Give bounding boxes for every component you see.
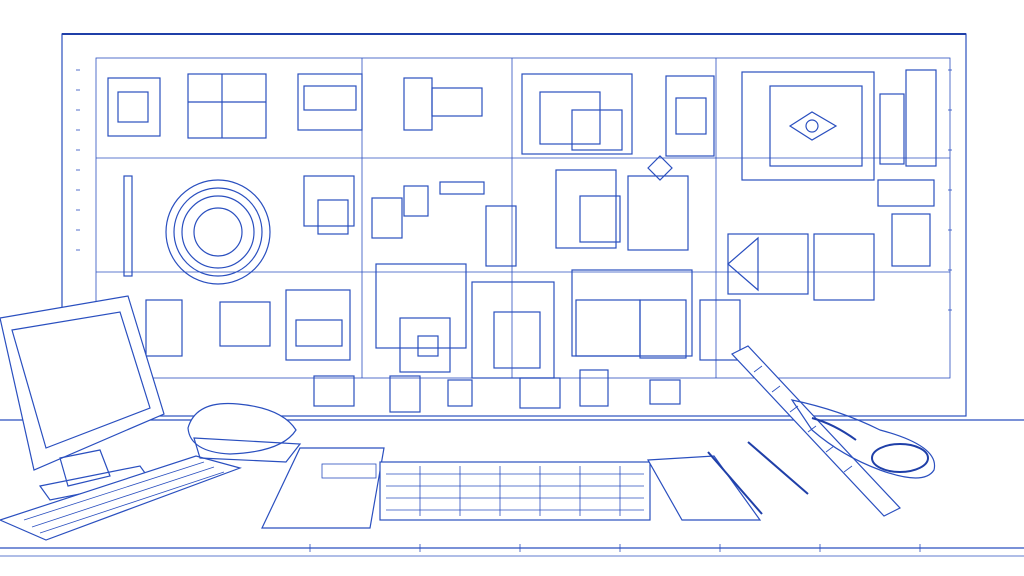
paper-sheet (647, 455, 762, 521)
margin-ticks (76, 69, 952, 311)
bottom-ticks (309, 544, 921, 552)
mouse-icon (187, 402, 302, 463)
monitor-icon (0, 295, 165, 501)
scissors-icon (790, 399, 936, 479)
ruler-icon (731, 345, 901, 517)
floorplan-blocks-lower (145, 263, 741, 413)
floorplan-blocks-top (107, 69, 937, 181)
keyboard-icon (0, 455, 242, 541)
notepad-icon (261, 447, 385, 529)
keyboard-center-icon (379, 461, 651, 521)
pen-icon (707, 441, 809, 515)
blueprint-sheet (61, 33, 967, 417)
desk-surface (0, 419, 1024, 557)
floorplan-blocks-middle (123, 155, 935, 301)
